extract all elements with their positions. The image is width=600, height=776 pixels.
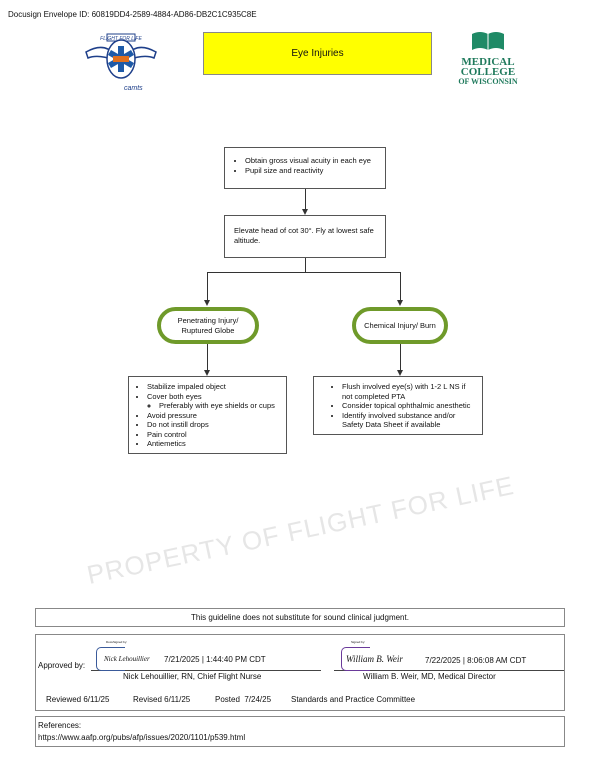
signature-2: William B. Weir — [346, 654, 403, 664]
node-label: Chemical Injury/ Burn — [364, 320, 436, 330]
svg-text:camts: camts — [124, 85, 143, 92]
list-item: Pain control — [147, 430, 284, 440]
node-label: Penetrating Injury/ Ruptured Globe — [177, 315, 239, 335]
sub-list-item: Preferably with eye shields or cups — [159, 401, 284, 411]
logo-line-1: MEDICAL — [461, 56, 515, 68]
approved-by-label: Approved by: — [38, 661, 86, 670]
list-item: Do not instill drops — [147, 420, 284, 430]
positioning-box: Elevate head of cot 30°. Fly at lowest s… — [224, 215, 386, 258]
references-label: References: — [38, 721, 82, 730]
page-title: Eye Injuries — [291, 48, 344, 59]
svg-text:FLIGHT FOR LIFE: FLIGHT FOR LIFE — [100, 36, 142, 42]
signature-1: Nick Lehouillier — [104, 655, 150, 663]
chemical-injury-actions: Flush involved eye(s) with 1-2 L NS if n… — [313, 376, 483, 435]
chemical-injury-node: Chemical Injury/ Burn — [352, 307, 448, 344]
list-item: Cover both eyes Preferably with eye shie… — [147, 392, 284, 411]
reviewed-date: Reviewed 6/11/25 — [46, 695, 110, 704]
list-item: Avoid pressure — [147, 411, 284, 421]
watermark: PROPERTY OF FLIGHT FOR LIFE — [84, 470, 517, 590]
signature-1-date: 7/21/2025 | 1:44:40 PM CDT — [164, 655, 266, 664]
disclaimer-text: This guideline does not substitute for s… — [191, 613, 409, 622]
signed-by-tag: Signed by: — [351, 640, 366, 644]
approval-box: Approved by: DocuSigned by: Nick Lehouil… — [35, 634, 565, 711]
signer-2-name: William B. Weir, MD, Medical Director — [363, 672, 496, 681]
penetrating-injury-node: Penetrating Injury/ Ruptured Globe — [157, 307, 259, 344]
assessment-box: Obtain gross visual acuity in each eyePu… — [224, 147, 386, 189]
disclaimer-box: This guideline does not substitute for s… — [35, 608, 565, 627]
list-item: Obtain gross visual acuity in each eye — [245, 156, 381, 166]
positioning-text: Elevate head of cot 30°. Fly at lowest s… — [234, 226, 374, 245]
committee: Standards and Practice Committee — [291, 695, 416, 704]
logo-line-2: COLLEGE — [460, 66, 516, 78]
references-box: References: https://www.aafp.org/pubs/af… — [35, 716, 565, 747]
logo-line-3: OF WISCONSIN — [458, 77, 518, 86]
list-item: Flush involved eye(s) with 1-2 L NS if n… — [342, 382, 478, 401]
signature-2-date: 7/22/2025 | 8:06:08 AM CDT — [425, 656, 527, 665]
list-item: Stabilize impaled object — [147, 382, 284, 392]
posted-date: Posted 7/24/25 — [215, 695, 272, 704]
signer-1-name: Nick Lehouillier, RN, Chief Flight Nurse — [123, 672, 262, 681]
docusign-tag: DocuSigned by: — [106, 640, 128, 644]
reference-link[interactable]: https://www.aafp.org/pubs/afp/issues/202… — [38, 733, 246, 742]
list-item: Consider topical ophthalmic anesthetic — [342, 401, 478, 411]
envelope-id: Docusign Envelope ID: 60819DD4-2589-4884… — [8, 10, 257, 19]
list-item: Identify involved substance and/or Safet… — [342, 411, 478, 430]
title-banner: Eye Injuries — [203, 32, 432, 75]
book-icon — [472, 32, 504, 50]
list-item: Pupil size and reactivity — [245, 166, 381, 176]
flight-for-life-logo: FLIGHT FOR LIFE camts — [84, 32, 158, 96]
revised-date: Revised 6/11/25 — [133, 695, 191, 704]
list-item: Antiemetics — [147, 439, 284, 449]
penetrating-injury-actions: Stabilize impaled object Cover both eyes… — [128, 376, 287, 454]
medical-college-logo: MEDICAL COLLEGE OF WISCONSIN — [448, 30, 528, 87]
